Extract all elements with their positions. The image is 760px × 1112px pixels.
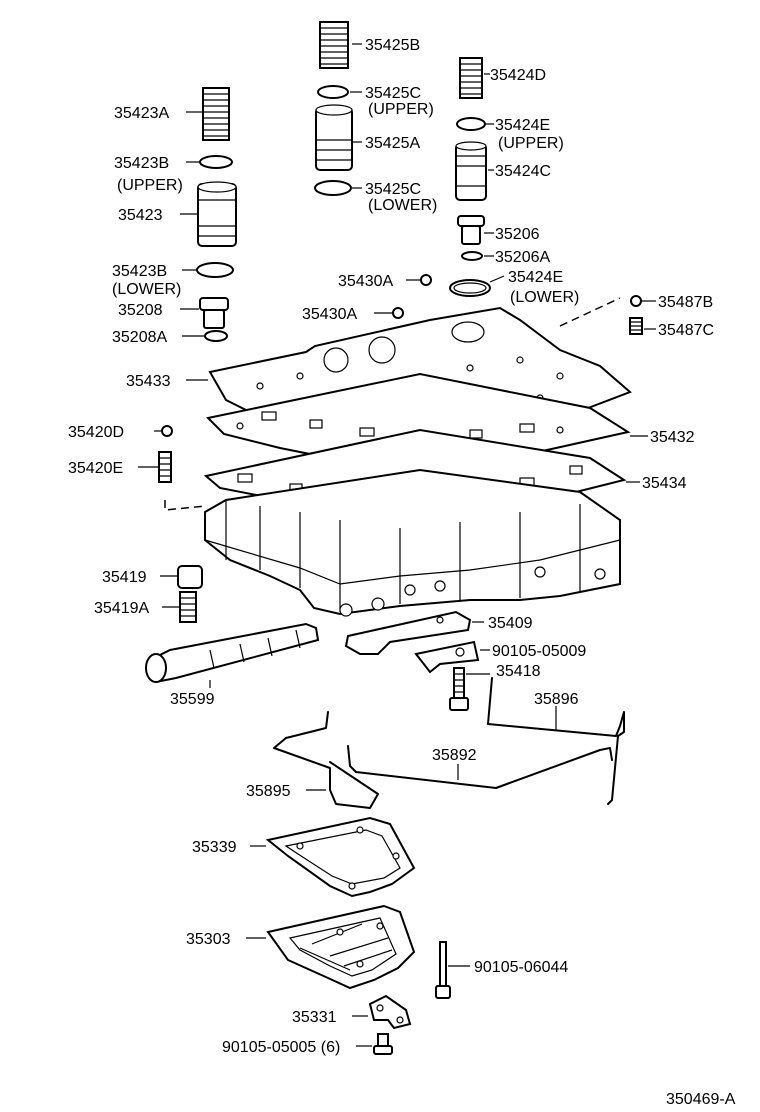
label-35409: 35409: [488, 615, 533, 632]
label-35425c-upper: 35425C: [365, 85, 421, 102]
label-35487b: 35487B: [658, 294, 713, 311]
label-90105-05009: 35418: [496, 663, 541, 680]
label-35424e-lower-note: (LOWER): [510, 289, 579, 306]
label-35423b-lower: 35423B: [112, 263, 167, 280]
label-35419a: 35419A: [94, 600, 149, 617]
label-35420e: 35420E: [68, 460, 123, 477]
label-35423b-upper: 35423B: [114, 155, 169, 172]
spring-35425b: [319, 21, 349, 69]
ball-35430a-2: [392, 307, 404, 319]
clamp-35331: [368, 994, 412, 1030]
spring-35487c: [629, 317, 643, 335]
oring-35424e-upper: [456, 117, 486, 131]
strainer-35303: [266, 904, 416, 990]
label-35430a-2: 35430A: [302, 306, 357, 323]
clip-35208a: [204, 330, 228, 342]
bolt-90105-05009: [449, 667, 469, 711]
drawing-number: 350469-A: [666, 1091, 736, 1108]
label-35419: 35419: [102, 569, 147, 586]
label-35432: 35432: [650, 429, 695, 446]
label-35433: 35433: [126, 373, 171, 390]
bolt-90105-06044: [435, 941, 451, 999]
oring-35423b-lower: [196, 262, 234, 278]
label-35487c: 35487C: [658, 322, 714, 339]
ball-35420d: [161, 425, 173, 437]
oring-35425c-lower: [314, 180, 352, 196]
tube-35892: [347, 745, 613, 789]
spring-35419a: [179, 591, 197, 623]
manual-valve-35418: [145, 622, 320, 684]
spring-35424d: [459, 57, 483, 99]
label-35339: 35339: [192, 839, 237, 856]
label-35896: 35896: [534, 691, 579, 708]
valve-body: [204, 468, 621, 617]
sleeve-35424c: [455, 141, 487, 201]
label-35423a: 35423A: [114, 105, 169, 122]
label-35423b-lower-note: (LOWER): [112, 281, 181, 298]
alignment-line-right: [559, 297, 621, 327]
label-35425b: 35425B: [365, 37, 420, 54]
spring-35420e: [158, 451, 172, 483]
plug-35206: [457, 215, 485, 245]
tube-35896: [487, 677, 625, 805]
label-35430a-1: 35430A: [338, 273, 393, 290]
label-35425c-lower-note: (LOWER): [368, 197, 437, 214]
alignment-line-left: [164, 500, 207, 511]
label-35423b-upper-note: (UPPER): [117, 177, 183, 194]
label-35424e-lower: 35424E: [508, 269, 563, 286]
clip-35206a: [461, 251, 483, 261]
label-35425c-upper-note: (UPPER): [368, 101, 434, 118]
spring-35423a: [202, 87, 230, 141]
label-35208: 35208: [118, 302, 163, 319]
label-35208a: 35208A: [112, 329, 167, 346]
label-90105-06044: 90105-06044: [474, 959, 568, 976]
oring-35424e-lower: [449, 279, 491, 297]
label-35425a: 35425A: [365, 135, 420, 152]
label-35599: 90105-05009: [492, 643, 586, 660]
label-35895: 35895: [246, 783, 291, 800]
plate-35599: [414, 640, 480, 674]
sleeve-35423: [197, 181, 237, 247]
label-35418: 35599: [170, 691, 215, 708]
label-35331: 35331: [292, 1009, 337, 1026]
label-35434: 35434: [642, 475, 687, 492]
oring-35423b-upper: [199, 155, 233, 169]
label-35424d: 35424D: [490, 67, 546, 84]
label-35424e-upper-note: (UPPER): [498, 135, 564, 152]
label-35423: 35423: [118, 207, 163, 224]
label-35425c-lower: 35425C: [365, 181, 421, 198]
oring-35425c-upper: [317, 85, 349, 99]
plug-35208: [199, 297, 229, 329]
gasket-35339: [265, 816, 416, 898]
label-35424c: 35424C: [495, 163, 551, 180]
ball-35487b: [630, 295, 642, 307]
label-35206: 35206: [495, 226, 540, 243]
ball-35430a-1: [420, 274, 432, 286]
sleeve-35425a: [315, 104, 353, 171]
bolt-90105-05005: [373, 1033, 393, 1055]
label-35424e-upper: 35424E: [495, 117, 550, 134]
tube-35895: [273, 711, 379, 809]
label-35892: 35892: [432, 747, 477, 764]
detent-spring-35409: [344, 610, 472, 655]
plug-35419: [177, 565, 203, 589]
label-35303: 35303: [186, 931, 231, 948]
label-35206a: 35206A: [495, 249, 550, 266]
label-90105-05005: 90105-05005 (6): [222, 1039, 340, 1056]
label-35420d: 35420D: [68, 424, 124, 441]
